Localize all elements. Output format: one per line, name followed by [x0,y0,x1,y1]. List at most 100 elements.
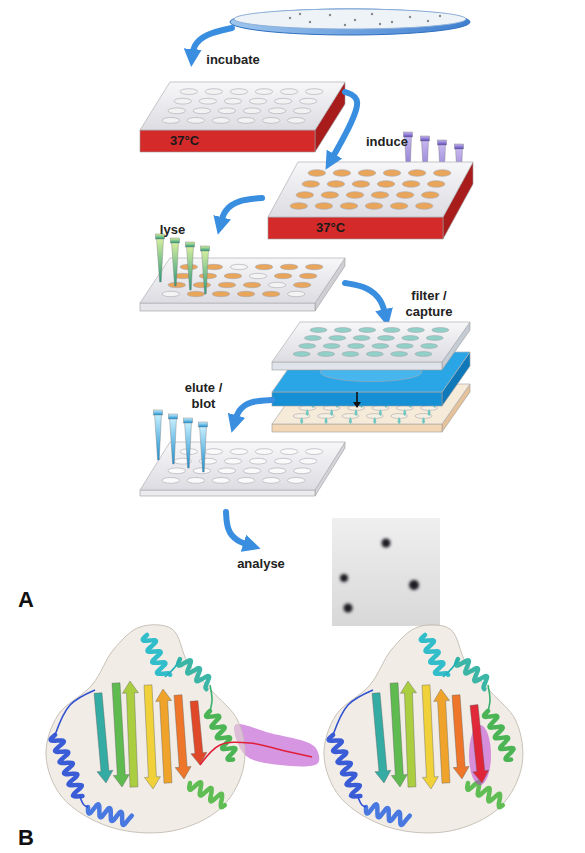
plate-top [268,162,473,217]
plate-front [268,217,443,239]
blot-spot [409,580,419,590]
plate-well [212,118,230,124]
plate-well [237,118,255,124]
lysis-tips [156,234,210,294]
plate-well [237,478,255,484]
plate-well [224,273,242,278]
droplet [330,409,333,416]
plate-front [140,490,315,496]
step-label: lyse [150,222,195,238]
plate-well [280,89,298,95]
beta-strand [174,695,191,779]
droplet [422,417,425,424]
helix-ribbon [189,782,225,807]
plate-well [268,108,286,114]
plate-well [180,89,198,95]
colony [344,24,346,26]
plate-well [329,336,346,341]
plate-well [187,291,205,296]
droplet [306,409,309,416]
plate-well [230,449,248,455]
plate-outline [268,162,473,239]
loop-coil [165,659,180,677]
blot-membrane [332,518,440,626]
plate-well [383,328,400,333]
plate-well [230,89,248,95]
beta-strand [94,693,113,783]
plate-well [293,352,310,357]
plate-well [407,328,424,333]
pipette-tip-cap [171,238,180,243]
plate-well [305,264,323,269]
beta-strand [452,695,469,779]
plate-well [359,328,376,333]
plate-well [268,282,286,287]
plate-well [323,344,340,349]
pipette-tip-cap [199,422,208,427]
plate-well [358,170,376,177]
plate-well [415,203,433,210]
plate-well [224,458,242,464]
pipette-tip [202,250,209,294]
plate-well [287,118,305,124]
petri-dish [230,9,470,35]
pipette-tip-cap [184,418,193,423]
plate-top [272,322,470,362]
plate-well [293,108,311,114]
plate-well [274,273,292,278]
plate-front [140,303,315,311]
plate-well [205,449,223,455]
plate-well [255,89,273,95]
plate-well [299,344,316,349]
step-arrow [226,512,252,546]
plate-well [162,118,179,124]
pipette-tip-cap [169,414,178,419]
plate-well [280,264,298,269]
plate-well [302,181,320,188]
flow-arrow-head [353,402,361,408]
loop-coil [358,797,366,807]
plate-well [396,344,413,349]
colony [309,21,311,23]
plate-well [168,282,186,287]
beta-strand [470,705,489,783]
plate-well [243,108,261,114]
pipette-tip [200,426,207,472]
plate-well [274,98,292,104]
colony [379,23,381,25]
colony [371,13,373,15]
helix-ribbon [143,635,170,675]
loop-coil [80,797,88,807]
pipette-tip [172,242,179,286]
plate-well [333,170,351,177]
plate-well [218,468,236,474]
plate-well [377,181,395,188]
plate-well [390,203,408,210]
helix-ribbon [467,782,503,807]
plate-well [162,478,180,484]
blot-spot [344,604,353,613]
plate-well [212,478,230,484]
beta-strand [434,689,450,783]
plate-well [212,291,230,296]
dish-surface [234,9,466,29]
pipette-tip [170,418,177,464]
beta-strand [372,693,391,783]
plate-front [272,362,442,370]
plate-top [140,82,345,130]
plate-well [224,98,242,104]
plate-well [293,468,311,474]
plate-well [346,192,364,199]
protein-structure [324,625,523,833]
colony [409,16,411,18]
pipette-tip-cap [201,246,210,251]
plate-well [408,170,426,177]
plate-well [280,449,298,455]
droplet [428,409,431,416]
plate-well [290,203,308,210]
plate-well [237,291,255,296]
plate-well [402,181,420,188]
plate-well [305,449,323,455]
droplet [403,409,406,416]
